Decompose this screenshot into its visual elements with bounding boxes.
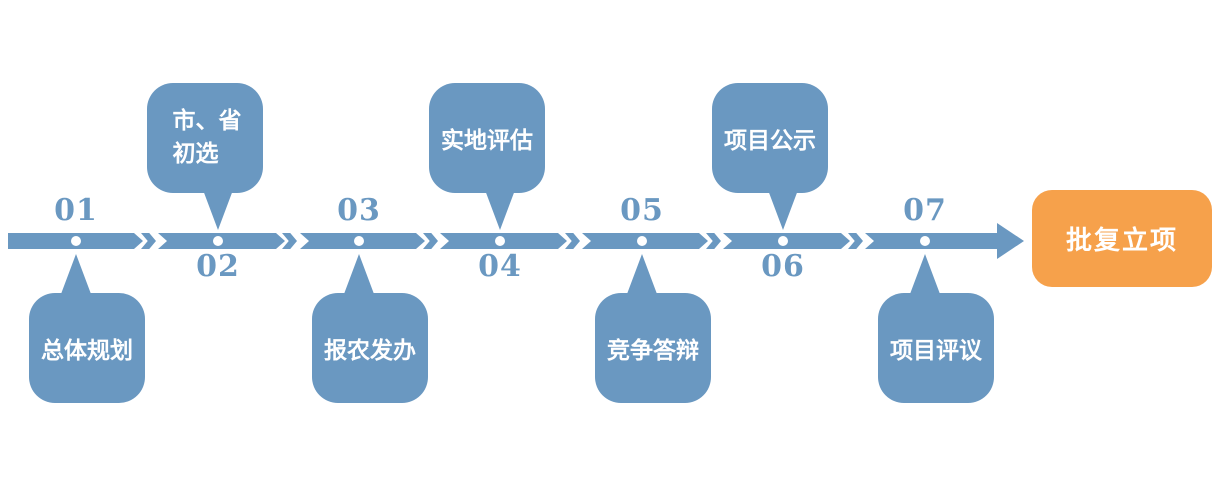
- station-number-02: 02: [196, 249, 240, 284]
- callout-tail: [768, 190, 798, 230]
- station-dot: [495, 236, 505, 246]
- callout-step-02: 市、省初选: [147, 83, 263, 193]
- callout-step-06: 项目公示: [712, 83, 828, 193]
- station-number-05: 05: [620, 193, 664, 228]
- callout-step-07: 项目评议: [878, 293, 994, 403]
- callout-label: 竞争答辩: [607, 338, 699, 364]
- callout-label: 项目评议: [890, 338, 982, 364]
- arrowhead-icon: [997, 223, 1024, 259]
- callout-tail: [344, 254, 374, 294]
- station-number-06: 06: [761, 249, 805, 284]
- chevron-separator-icon: [706, 233, 721, 249]
- callout-tail: [203, 190, 233, 230]
- final-approval-box: 批复立项: [1032, 190, 1212, 287]
- station-number-01: 01: [54, 193, 98, 228]
- station-dot: [920, 236, 930, 246]
- timeline-segment: [865, 233, 999, 249]
- station-dot: [354, 236, 364, 246]
- callout-tail: [485, 190, 515, 230]
- station-number-04: 04: [478, 249, 522, 284]
- station-dot: [637, 236, 647, 246]
- station-number-07: 07: [903, 193, 947, 228]
- callout-step-01: 总体规划: [29, 293, 145, 403]
- callout-label: 报农发办: [324, 338, 416, 364]
- station-number-03: 03: [337, 193, 381, 228]
- callout-label: 市、省初选: [172, 108, 242, 167]
- callout-label: 总体规划: [41, 338, 133, 364]
- chevron-separator-icon: [565, 233, 580, 249]
- station-dot: [778, 236, 788, 246]
- station-dot: [71, 236, 81, 246]
- station-dot: [213, 236, 223, 246]
- callout-label: 实地评估: [441, 128, 533, 154]
- callout-label: 项目公示: [724, 128, 816, 154]
- chevron-separator-icon: [423, 233, 438, 249]
- callout-step-05: 竞争答辩: [595, 293, 711, 403]
- callout-step-03: 报农发办: [312, 293, 428, 403]
- callout-tail: [910, 254, 940, 294]
- chevron-separator-icon: [848, 233, 863, 249]
- chevron-separator-icon: [282, 233, 297, 249]
- callout-tail: [627, 254, 657, 294]
- callout-step-04: 实地评估: [429, 83, 545, 193]
- chevron-separator-icon: [141, 233, 156, 249]
- callout-tail: [61, 254, 91, 294]
- final-approval-label: 批复立项: [1065, 226, 1178, 256]
